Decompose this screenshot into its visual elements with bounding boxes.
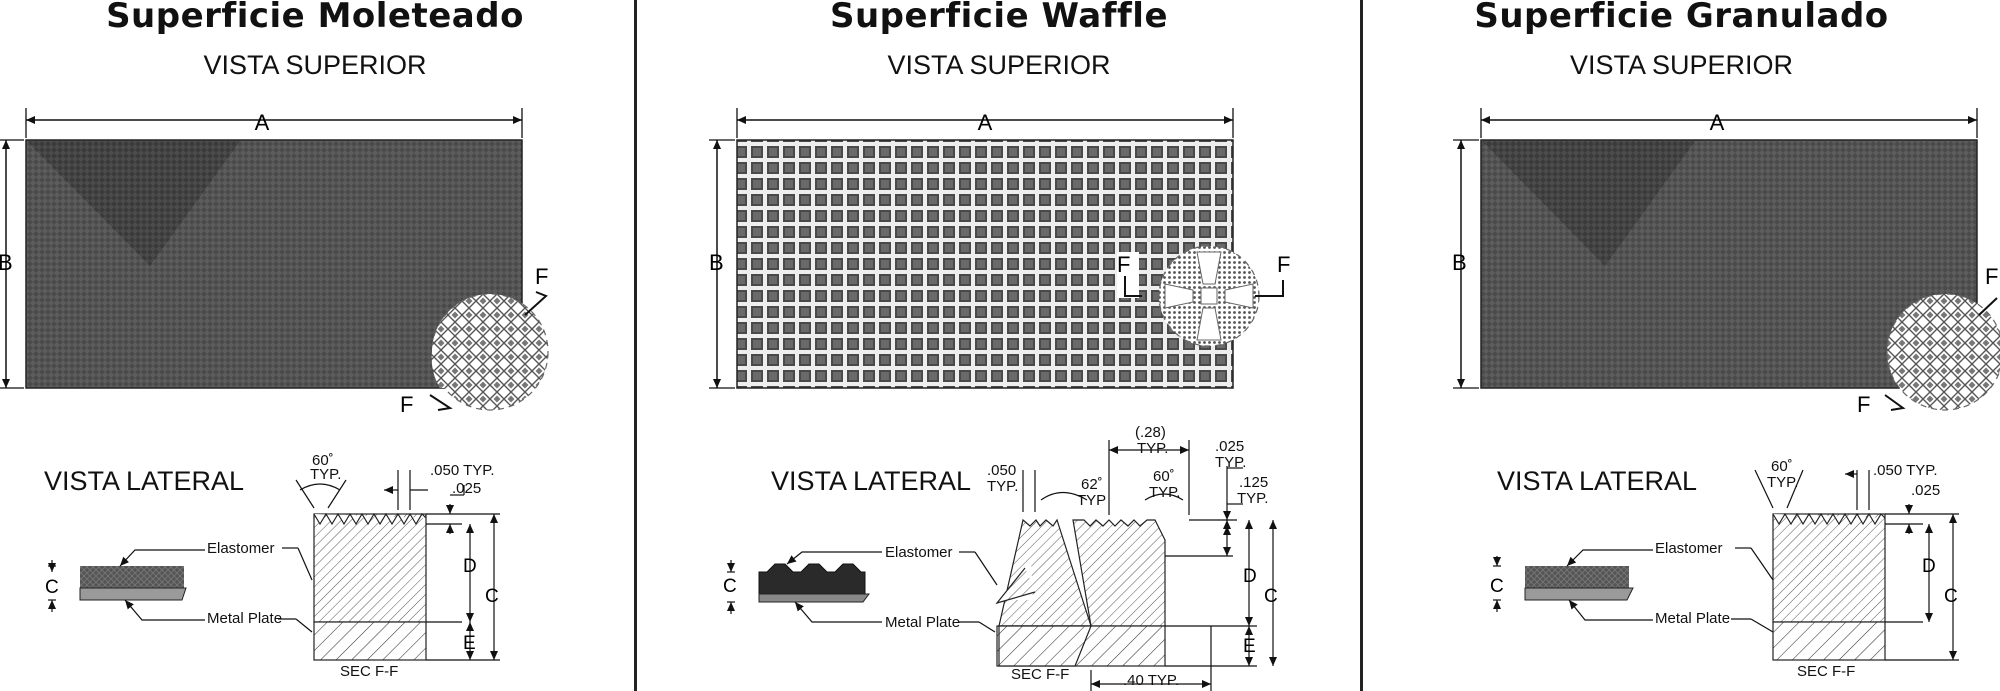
angle-typ-label: TYP.	[310, 466, 342, 483]
angle-label: 60˚	[312, 452, 334, 469]
section-label: SEC F-F	[1011, 666, 1070, 683]
angle-60-typ-label: TYP.	[1149, 484, 1181, 501]
side-view-heading: VISTA LATERAL	[771, 466, 972, 496]
pitch-40-label: .40 TYP.	[1123, 672, 1180, 689]
section-label: SEC F-F	[1797, 663, 1856, 680]
metal-plate-label: Metal Plate	[1655, 610, 1731, 627]
section-ff	[1754, 469, 1959, 661]
angle-label: 60˚	[1771, 458, 1793, 475]
dim-f-upper: F	[1985, 264, 1998, 289]
top-view	[709, 108, 1284, 389]
moleteado-drawing: A B F F C D E C	[0, 108, 549, 661]
width-050-typ-label: TYP.	[987, 478, 1019, 495]
depth-025-label: .025	[1215, 438, 1245, 455]
width-050-label: .050	[987, 462, 1017, 479]
panel-title: Superficie Moleteado	[106, 0, 524, 36]
top-view-heading: VISTA SUPERIOR	[203, 50, 427, 80]
top-view	[1453, 108, 2000, 411]
panel-title: Superficie Waffle	[829, 0, 1169, 36]
dim-c: C	[1264, 586, 1278, 607]
elastomer-label: Elastomer	[207, 540, 275, 557]
dim-b: B	[709, 250, 724, 275]
angle-62-typ-label: TYP	[1077, 492, 1107, 509]
dim-f-right: F	[1277, 252, 1290, 277]
dim-c-sample: C	[1490, 576, 1504, 597]
dim-b: B	[0, 250, 13, 275]
pitch-28-typ-label: TYP.	[1137, 440, 1169, 457]
dim-f-left: F	[1117, 252, 1130, 277]
divider-1	[634, 0, 637, 691]
metal-plate-label: Metal Plate	[207, 610, 283, 627]
top-view-heading: VISTA SUPERIOR	[1569, 50, 1794, 80]
metal-plate-label: Metal Plate	[885, 614, 961, 631]
divider-2	[1360, 0, 1363, 691]
dim-e: E	[463, 633, 476, 654]
dim-f-upper: F	[535, 264, 548, 289]
panel-title: Superficie Granulado	[1474, 0, 1889, 36]
dim-d: D	[1243, 566, 1257, 587]
dim-e: E	[1243, 636, 1256, 657]
dim-c: C	[485, 586, 499, 607]
pitch-label: .050 TYP.	[430, 462, 495, 479]
pitch-label: .050 TYP.	[1873, 462, 1938, 479]
depth-125-label: .125	[1239, 474, 1269, 491]
granulado-drawing: A B F F C D C	[1452, 108, 2000, 661]
panel-granulado: Superficie Granulado VISTA SUPERIOR	[1363, 0, 2000, 691]
side-view-heading: VISTA LATERAL	[44, 466, 245, 496]
side-view-heading: VISTA LATERAL	[1497, 466, 1698, 496]
side-sample	[48, 547, 313, 633]
depth-label: .025	[452, 480, 482, 497]
depth-label: .025	[1911, 482, 1941, 499]
section-label: SEC F-F	[340, 663, 399, 680]
dim-d: D	[1922, 556, 1936, 577]
top-view-heading: VISTA SUPERIOR	[887, 50, 1111, 80]
top-view	[0, 108, 549, 411]
dim-a: A	[978, 110, 993, 135]
section-ff	[995, 440, 1277, 691]
dim-a: A	[1710, 110, 1725, 135]
waffle-drawing: A B F F C D E C	[709, 108, 1290, 691]
dim-c-sample: C	[723, 576, 737, 597]
panel-waffle: Superficie Waffle VISTA SUPERIOR	[637, 0, 1361, 691]
section-ff	[295, 470, 500, 661]
angle-typ-label: TYP.	[1767, 474, 1799, 491]
angle-62-label: 62˚	[1081, 476, 1103, 493]
dim-c-sample: C	[45, 577, 59, 598]
dim-f-lower: F	[1857, 392, 1870, 417]
dim-c: C	[1944, 586, 1958, 607]
elastomer-label: Elastomer	[885, 544, 953, 561]
dim-f-lower: F	[400, 392, 413, 417]
depth-025-typ-label: TYP.	[1215, 454, 1247, 471]
dim-d: D	[463, 556, 477, 577]
side-sample	[727, 551, 998, 633]
dim-a: A	[255, 110, 270, 135]
pitch-28-label: (.28)	[1135, 424, 1166, 441]
angle-60-label: 60˚	[1153, 468, 1175, 485]
side-sample	[1493, 547, 1774, 633]
dim-b: B	[1452, 250, 1467, 275]
panel-moleteado: Superficie Moleteado VISTA SUPERIOR	[0, 0, 630, 691]
depth-125-typ-label: TYP.	[1237, 490, 1269, 507]
elastomer-label: Elastomer	[1655, 540, 1723, 557]
